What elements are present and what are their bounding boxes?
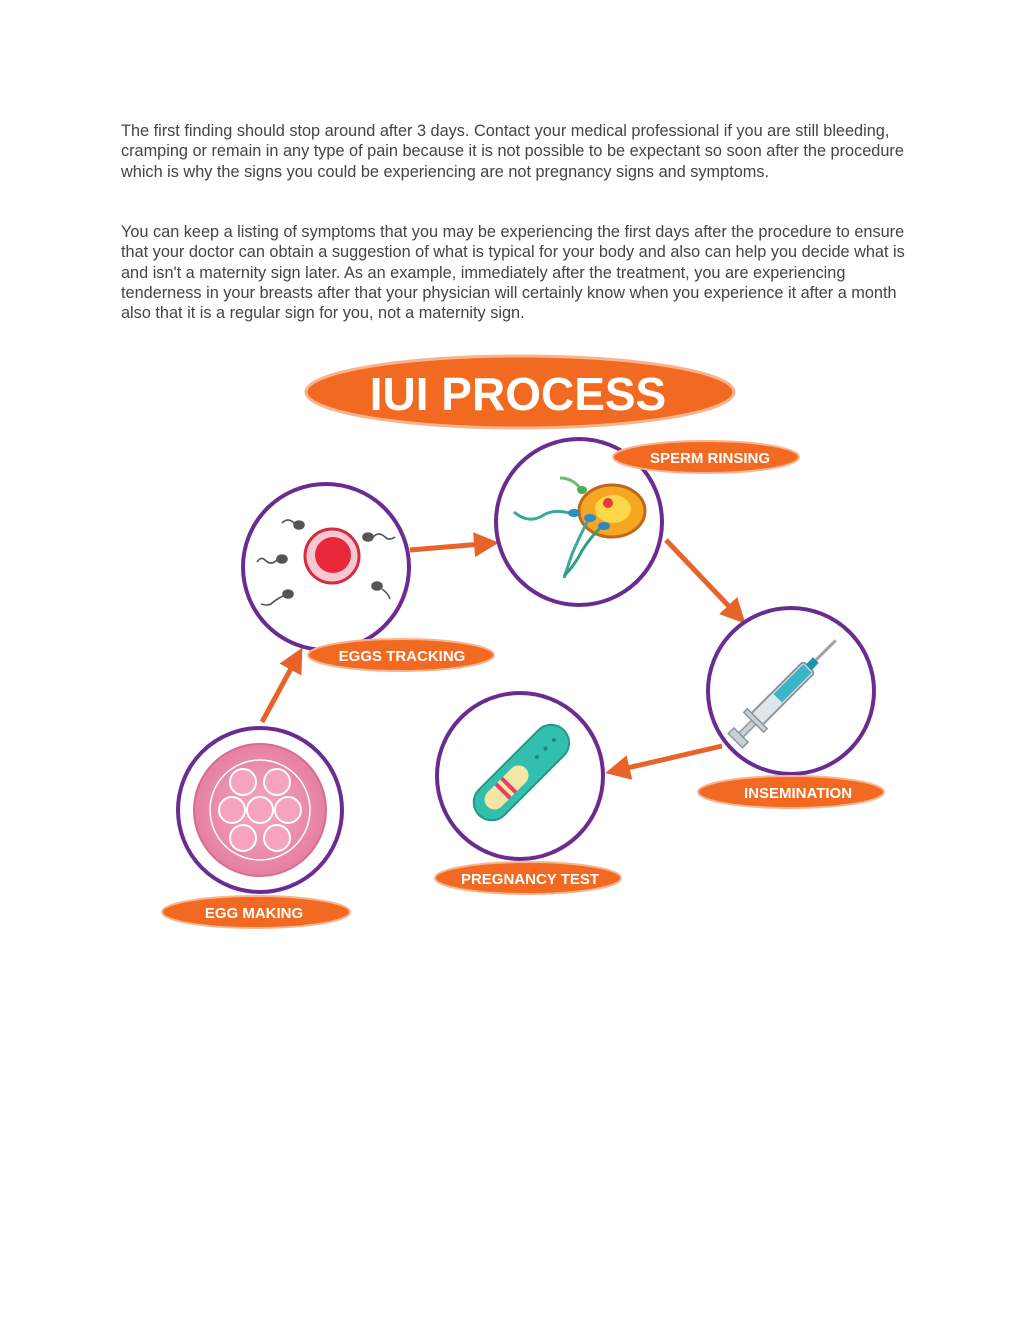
iui-process-diagram: IUI PROCESS EGG MAKING — [161, 354, 885, 929]
title-banner: IUI PROCESS — [304, 354, 736, 430]
label-sperm-rinsing: SPERM RINSING — [650, 450, 770, 467]
step-eggs-tracking: EGGS TRACKING — [241, 482, 495, 672]
step-pregnancy-test: PREGNANCY TEST — [434, 691, 622, 895]
label-egg-making: EGG MAKING — [205, 905, 303, 922]
process-arrows — [259, 532, 746, 780]
label-eggs-tracking: EGGS TRACKING — [339, 648, 466, 665]
step-sperm-rinsing: SPERM RINSING — [494, 437, 800, 607]
step-insemination: INSEMINATION — [697, 606, 885, 809]
arrow-tracking-to-rinsing — [409, 532, 499, 558]
arrow-egg-making-to-tracking — [259, 647, 303, 724]
label-pregnancy-test: PREGNANCY TEST — [461, 871, 599, 888]
arrow-rinsing-to-insemination — [664, 538, 746, 624]
pregnancy-test-icon — [472, 723, 571, 822]
egg-with-sperm-icon — [256, 519, 396, 606]
syringe-icon — [727, 639, 837, 749]
sperm-fertilization-icon — [513, 476, 647, 579]
step-egg-making: EGG MAKING — [161, 726, 351, 929]
diagram-title: IUI PROCESS — [370, 368, 667, 420]
paragraph-first-finding: The first finding should stop around aft… — [121, 122, 904, 181]
label-insemination: INSEMINATION — [744, 785, 852, 802]
paragraph-symptom-listing: You can keep a listing of symptoms that … — [121, 223, 905, 323]
egg-cluster-icon — [193, 743, 327, 877]
arrow-insemination-to-test — [605, 743, 723, 780]
